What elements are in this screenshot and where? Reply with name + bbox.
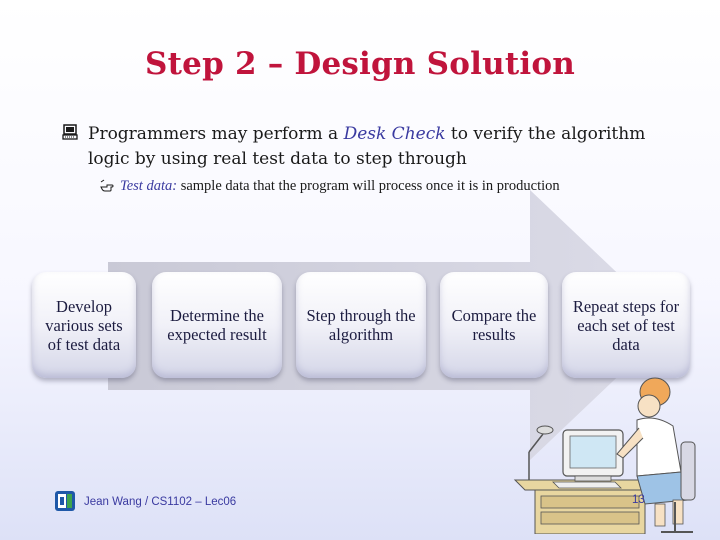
pointing-hand-icon bbox=[100, 178, 114, 192]
person-at-computer-icon bbox=[505, 372, 705, 534]
university-logo-icon bbox=[54, 490, 76, 512]
monitor-icon bbox=[62, 124, 78, 140]
slide-title: Step 2 – Design Solution bbox=[0, 46, 720, 82]
step-box-develop-test-data: Develop various sets of test data bbox=[32, 272, 136, 378]
bullet-main-prefix: Programmers may perform a bbox=[88, 124, 344, 144]
desk-check-term: Desk Check bbox=[344, 124, 446, 144]
step-box-determine-result: Determine the expected result bbox=[152, 272, 282, 378]
bullet-sub-text: sample data that the program will proces… bbox=[177, 178, 560, 194]
test-data-label: Test data: bbox=[120, 178, 177, 194]
page-number: 13 bbox=[632, 494, 645, 506]
step-box-repeat-steps: Repeat steps for each set of test data bbox=[562, 272, 690, 378]
step-box-compare-results: Compare the results bbox=[440, 272, 548, 378]
footer-author: Jean Wang / CS1102 – Lec06 bbox=[84, 496, 236, 508]
step-box-step-through: Step through the algorithm bbox=[296, 272, 426, 378]
bullet-main: Programmers may perform a Desk Check to … bbox=[62, 122, 662, 172]
bullet-sub: Test data: sample data that the program … bbox=[100, 175, 660, 197]
